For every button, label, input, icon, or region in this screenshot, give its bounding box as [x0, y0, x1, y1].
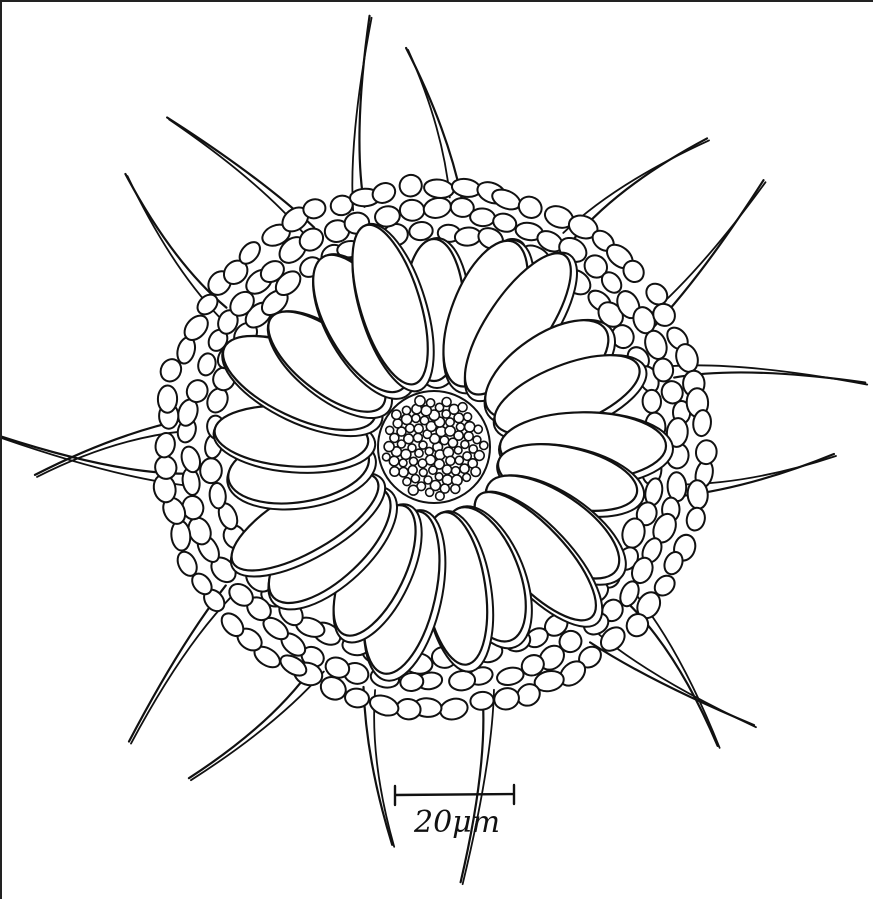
filament-strand-edge: [599, 635, 756, 728]
ring-cell: [492, 686, 521, 712]
center-cell: [449, 404, 459, 414]
center-cell: [412, 414, 420, 422]
center-cell: [442, 465, 451, 474]
center-cell: [429, 466, 437, 474]
center-cell: [402, 406, 410, 414]
ring-cell: [344, 687, 370, 708]
ring-cell: [399, 199, 424, 221]
filament-strand: [189, 666, 313, 778]
center-cell: [454, 431, 463, 440]
center-cell: [384, 442, 394, 452]
ring-cell: [200, 458, 222, 483]
ring-cell: [408, 221, 433, 241]
center-cell: [411, 475, 419, 483]
center-cell: [452, 467, 460, 475]
center-cell: [454, 447, 462, 455]
center-cell: [471, 467, 480, 476]
ring-cell: [642, 390, 661, 414]
center-cell: [446, 418, 454, 426]
center-cell: [403, 478, 411, 486]
center-cell: [386, 426, 394, 434]
center-cell: [451, 484, 460, 493]
center-cell: [420, 416, 428, 424]
center-cell: [465, 422, 475, 432]
ring-cell: [158, 385, 178, 413]
center-cell: [464, 432, 473, 441]
center-cell: [392, 410, 401, 419]
center-cell: [474, 451, 484, 461]
filament-strand: [461, 692, 484, 882]
center-cell: [419, 469, 427, 477]
ring-cell: [470, 208, 496, 227]
ring-cell: [397, 172, 425, 199]
center-cell: [474, 425, 482, 433]
central-cell-cluster: [378, 391, 490, 503]
center-cell: [425, 447, 433, 455]
ring-cell: [695, 439, 718, 465]
center-cell: [446, 456, 455, 465]
ring-cell: [367, 692, 401, 719]
ring-cell: [470, 691, 495, 711]
center-cell: [480, 441, 488, 449]
ring-cell: [422, 195, 453, 220]
ring-cell: [684, 506, 707, 533]
center-cell: [399, 459, 407, 467]
center-cell: [427, 399, 435, 407]
center-cell: [426, 488, 434, 496]
center-cell: [401, 449, 411, 459]
center-cell: [399, 468, 408, 477]
ring-cell: [652, 358, 674, 382]
center-cell: [414, 424, 423, 433]
ring-cell: [209, 482, 227, 509]
center-cell: [452, 475, 462, 485]
center-cell: [393, 419, 402, 428]
center-cell: [464, 413, 472, 421]
center-cell: [456, 423, 464, 431]
center-cell: [402, 414, 412, 424]
ring-cell: [448, 670, 476, 692]
ring-cell: [438, 696, 470, 723]
scale-bar-label: 20μm: [413, 805, 500, 840]
center-cell: [463, 474, 471, 482]
center-cell: [415, 396, 425, 406]
filament-strand: [359, 16, 369, 207]
ring-cell: [495, 665, 525, 687]
center-cell: [473, 436, 481, 444]
center-cell: [408, 485, 418, 495]
center-cell: [455, 456, 463, 464]
center-cell: [390, 467, 399, 476]
scale-bar-line: [395, 785, 514, 805]
filament-strand-edge: [131, 595, 233, 743]
center-cell: [414, 433, 423, 442]
center-cell: [461, 440, 469, 448]
center-cell: [410, 457, 418, 465]
center-cell: [383, 453, 391, 461]
ring-cell: [423, 178, 455, 200]
center-cell: [458, 403, 467, 412]
ring-cell: [515, 193, 545, 222]
center-cell: [436, 492, 445, 501]
center-cell: [418, 459, 427, 468]
center-cell: [442, 398, 451, 407]
scale-bar: 20μm: [395, 785, 514, 840]
center-cell: [408, 466, 417, 475]
